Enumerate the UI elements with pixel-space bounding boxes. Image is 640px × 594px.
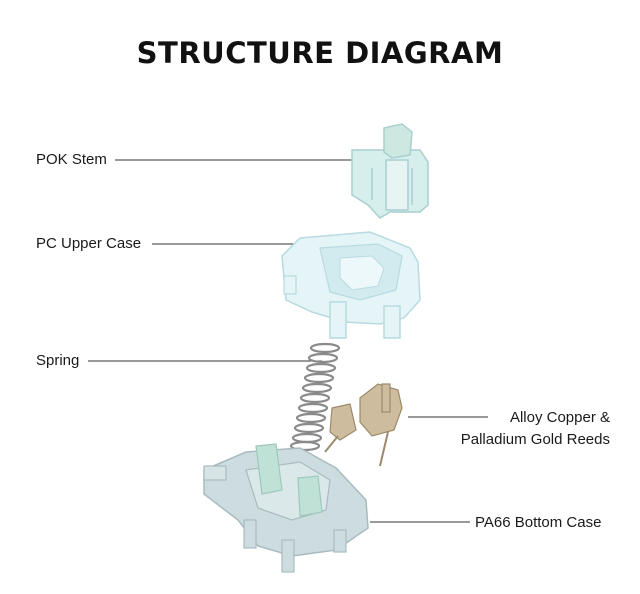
- spring-illustration: [289, 342, 341, 452]
- reeds-illustration: [324, 383, 403, 467]
- label-pok-stem: POK Stem: [36, 151, 107, 168]
- label-reeds-line2: Palladium Gold Reeds: [460, 431, 610, 448]
- pok-stem-illustration: [351, 123, 429, 219]
- label-pa66-bottom-case: PA66 Bottom Case: [475, 514, 602, 531]
- label-pc-upper-case: PC Upper Case: [36, 235, 142, 252]
- leader-lines: [88, 159, 488, 523]
- page-title: STRUCTURE DIAGRAM: [136, 36, 504, 70]
- pc-upper-case-illustration: [281, 231, 421, 339]
- pa66-bottom-case-illustration: [203, 443, 369, 573]
- label-reeds-line1: Alloy Copper &: [509, 409, 610, 426]
- label-reeds: Alloy Copper & Palladium Gold Reeds: [461, 407, 610, 451]
- label-spring: Spring: [36, 352, 80, 369]
